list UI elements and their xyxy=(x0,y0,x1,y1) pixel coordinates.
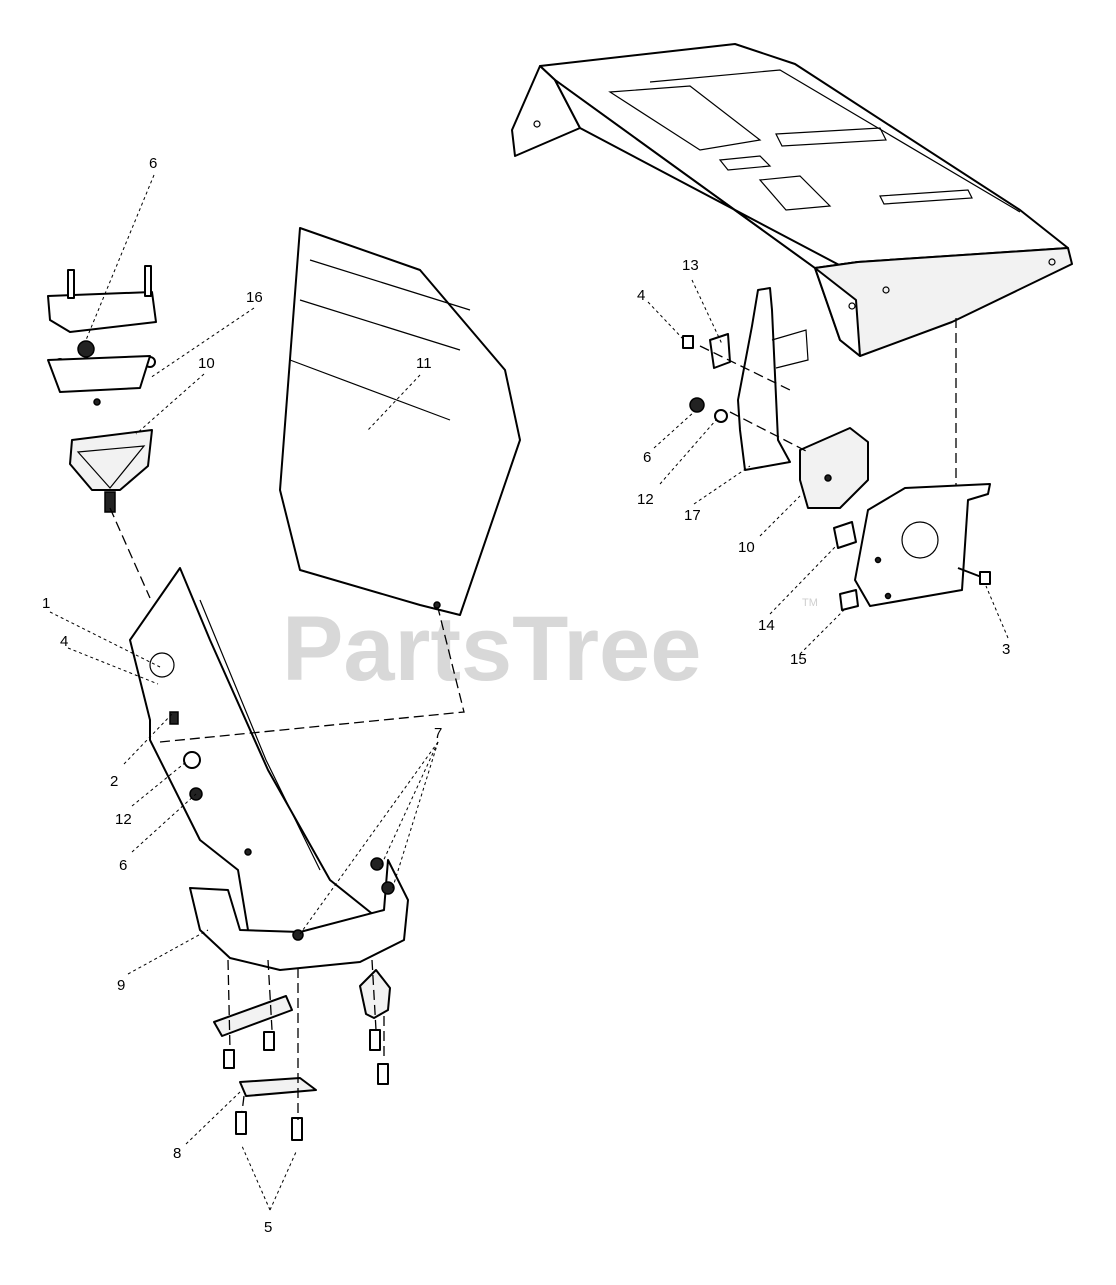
callout-left-10: 10 xyxy=(198,355,215,372)
callout-left-7: 7 xyxy=(434,725,442,742)
callout-right-12: 12 xyxy=(637,491,654,508)
callout-left-9: 9 xyxy=(117,977,125,994)
callout-left-16: 16 xyxy=(246,289,263,306)
chute-gear-bracket xyxy=(69,429,153,513)
callout-left-5: 5 xyxy=(264,1219,272,1236)
callout-right-17: 17 xyxy=(684,507,701,524)
callout-left-6-bottom: 6 xyxy=(119,857,127,874)
auger-housing xyxy=(511,43,1073,357)
callout-right-6: 6 xyxy=(643,449,651,466)
flange-plate xyxy=(854,483,991,607)
callout-left-2: 2 xyxy=(110,773,118,790)
right-fasteners xyxy=(682,333,991,611)
alignment-lines xyxy=(109,318,957,1120)
callout-right-15: 15 xyxy=(790,651,807,668)
callout-right-4: 4 xyxy=(637,287,645,304)
callout-right-14: 14 xyxy=(758,617,775,634)
chute-crank-assembly xyxy=(47,265,157,406)
callouts: 6 16 10 11 1 4 2 12 6 7 9 8 5 13 4 6 12 … xyxy=(42,155,1010,1236)
callout-left-12: 12 xyxy=(115,811,132,828)
chute-deflector xyxy=(279,227,521,616)
callout-left-1: 1 xyxy=(42,595,50,612)
callout-right-3: 3 xyxy=(1002,641,1010,658)
callout-left-6-top: 6 xyxy=(149,155,157,172)
chute-base-ring xyxy=(189,857,409,971)
chute-keeper-plates xyxy=(213,969,391,1141)
chute-bracket xyxy=(737,287,809,471)
callout-right-10: 10 xyxy=(738,539,755,556)
leader-lines xyxy=(49,174,1009,1211)
watermark: PartsTree xyxy=(282,598,701,700)
callout-left-4: 4 xyxy=(60,633,68,650)
chute-crank-bracket xyxy=(799,427,869,509)
callout-left-11: 11 xyxy=(416,355,432,372)
callout-left-8: 8 xyxy=(173,1145,181,1162)
watermark-trademark: TM xyxy=(802,597,818,609)
callout-right-13: 13 xyxy=(682,257,699,274)
